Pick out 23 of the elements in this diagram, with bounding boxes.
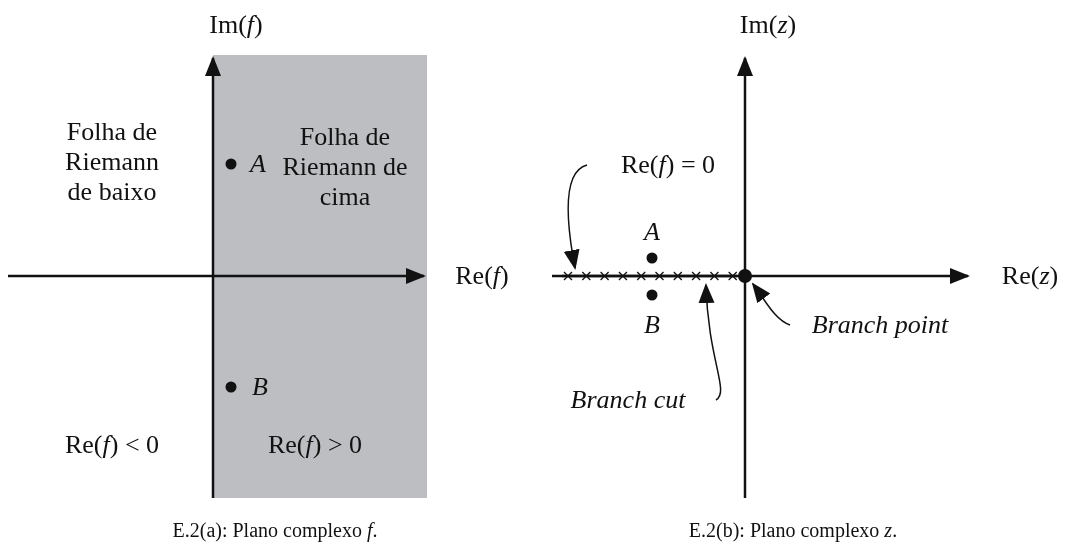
point-label: A xyxy=(644,217,660,247)
leader-text: Branch cut xyxy=(570,385,686,415)
point-label: A xyxy=(250,149,266,179)
region-label: Re(f) > 0 xyxy=(267,430,363,460)
leader-line xyxy=(698,283,722,401)
sheet-label: Folha de Riemann de cima xyxy=(281,122,409,212)
axis-label: Re(f) xyxy=(455,261,509,291)
region-label: Re(f) < 0 xyxy=(64,430,160,460)
point-label: B xyxy=(644,310,660,340)
branch-cut-line xyxy=(562,271,738,281)
axis-label: Im(z) xyxy=(739,10,797,40)
axis-label: Re(z) xyxy=(1001,261,1059,291)
branch-point-dot xyxy=(738,269,752,283)
leader-text: Branch point xyxy=(811,310,949,340)
caption: E.2(a): Plano complexo f. xyxy=(172,518,378,544)
caption: E.2(b): Plano complexo z. xyxy=(688,518,898,544)
leader-line xyxy=(751,282,791,326)
sheet-label: Folha de Riemann de baixo xyxy=(64,117,160,207)
leader-text: Re(f) = 0 xyxy=(620,150,716,180)
shaded-half-plane xyxy=(213,55,427,498)
leader-line xyxy=(564,164,588,270)
point-label: B xyxy=(252,372,268,402)
axis-label: Im(f) xyxy=(209,10,263,40)
